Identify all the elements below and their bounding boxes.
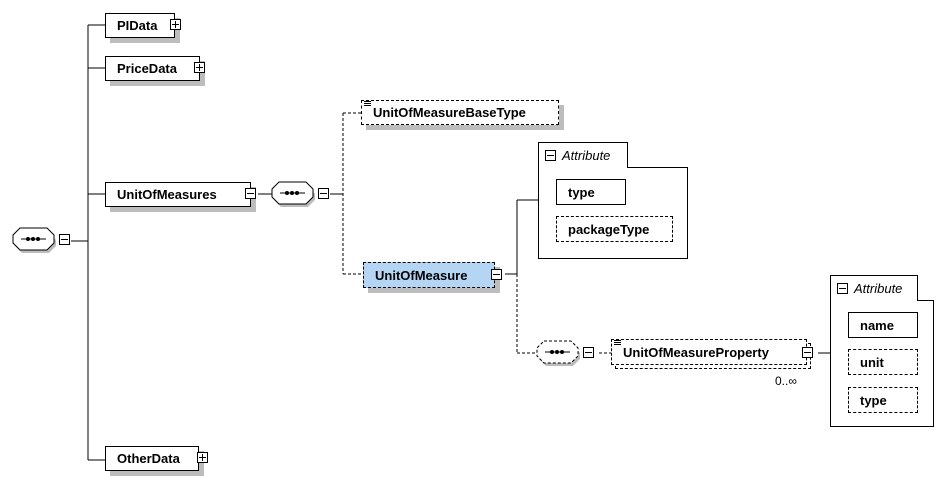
attribute-name[interactable]: name (848, 312, 918, 338)
attribute-label: type (860, 392, 887, 408)
collapse-icon[interactable] (59, 234, 70, 245)
collapse-icon[interactable] (583, 347, 594, 358)
occurrence-label: 0..∞ (775, 374, 797, 388)
unitofmeasure-sequence-compositor (536, 339, 599, 369)
sequence-icon (536, 340, 580, 366)
expand-icon[interactable] (197, 452, 208, 463)
element-label: UnitOfMeasure (375, 267, 468, 283)
attribute-label: type (568, 184, 595, 200)
element-label: UnitOfMeasureProperty (623, 344, 769, 360)
attribute-unit[interactable]: unit (848, 349, 918, 375)
attribute-group-title: Attribute (562, 148, 611, 163)
element-label: PIData (117, 18, 158, 33)
collapse-icon[interactable] (802, 347, 813, 358)
element-unitofmeasures[interactable]: UnitOfMeasures (105, 182, 251, 207)
collapse-icon[interactable] (491, 269, 502, 280)
root-sequence-compositor (12, 226, 73, 256)
element-unitofmeasurebasetype[interactable]: UnitOfMeasureBaseType (361, 100, 559, 125)
tab-joint (539, 166, 627, 168)
collapse-icon[interactable] (318, 188, 329, 199)
collapse-icon[interactable] (837, 283, 848, 294)
collapse-icon[interactable] (545, 150, 556, 161)
attribute-type[interactable]: type (556, 179, 626, 205)
tab-joint (831, 299, 917, 301)
attribute-label: unit (860, 354, 884, 370)
attribute-label: packageType (568, 221, 650, 237)
expand-icon[interactable] (194, 62, 205, 73)
element-label: UnitOfMeasureBaseType (373, 105, 526, 120)
attribute-group-title: Attribute (854, 281, 903, 296)
attribute-group-tab: Attribute (830, 275, 918, 301)
element-pidata[interactable]: PIData (105, 13, 175, 38)
list-type-icon (614, 340, 621, 347)
sequence-icon (12, 227, 56, 253)
list-type-icon (364, 101, 371, 108)
element-unitofmeasureproperty[interactable]: UnitOfMeasureProperty (611, 339, 807, 365)
element-label: UnitOfMeasures (117, 187, 217, 202)
sequence-icon (271, 181, 315, 207)
element-unitofmeasure[interactable]: UnitOfMeasure (363, 262, 495, 288)
collapse-icon[interactable] (245, 188, 256, 199)
unitofmeasures-sequence-compositor (271, 180, 332, 210)
element-pricedata[interactable]: PriceData (105, 56, 200, 81)
element-label: OtherData (117, 451, 180, 466)
attribute-packagetype[interactable]: packageType (556, 216, 673, 242)
attribute-group-tab: Attribute (538, 142, 628, 168)
attribute-type[interactable]: type (848, 387, 918, 413)
attribute-label: name (860, 317, 894, 333)
element-otherdata[interactable]: OtherData (105, 446, 199, 471)
element-label: PriceData (117, 61, 177, 76)
expand-icon[interactable] (170, 19, 181, 30)
